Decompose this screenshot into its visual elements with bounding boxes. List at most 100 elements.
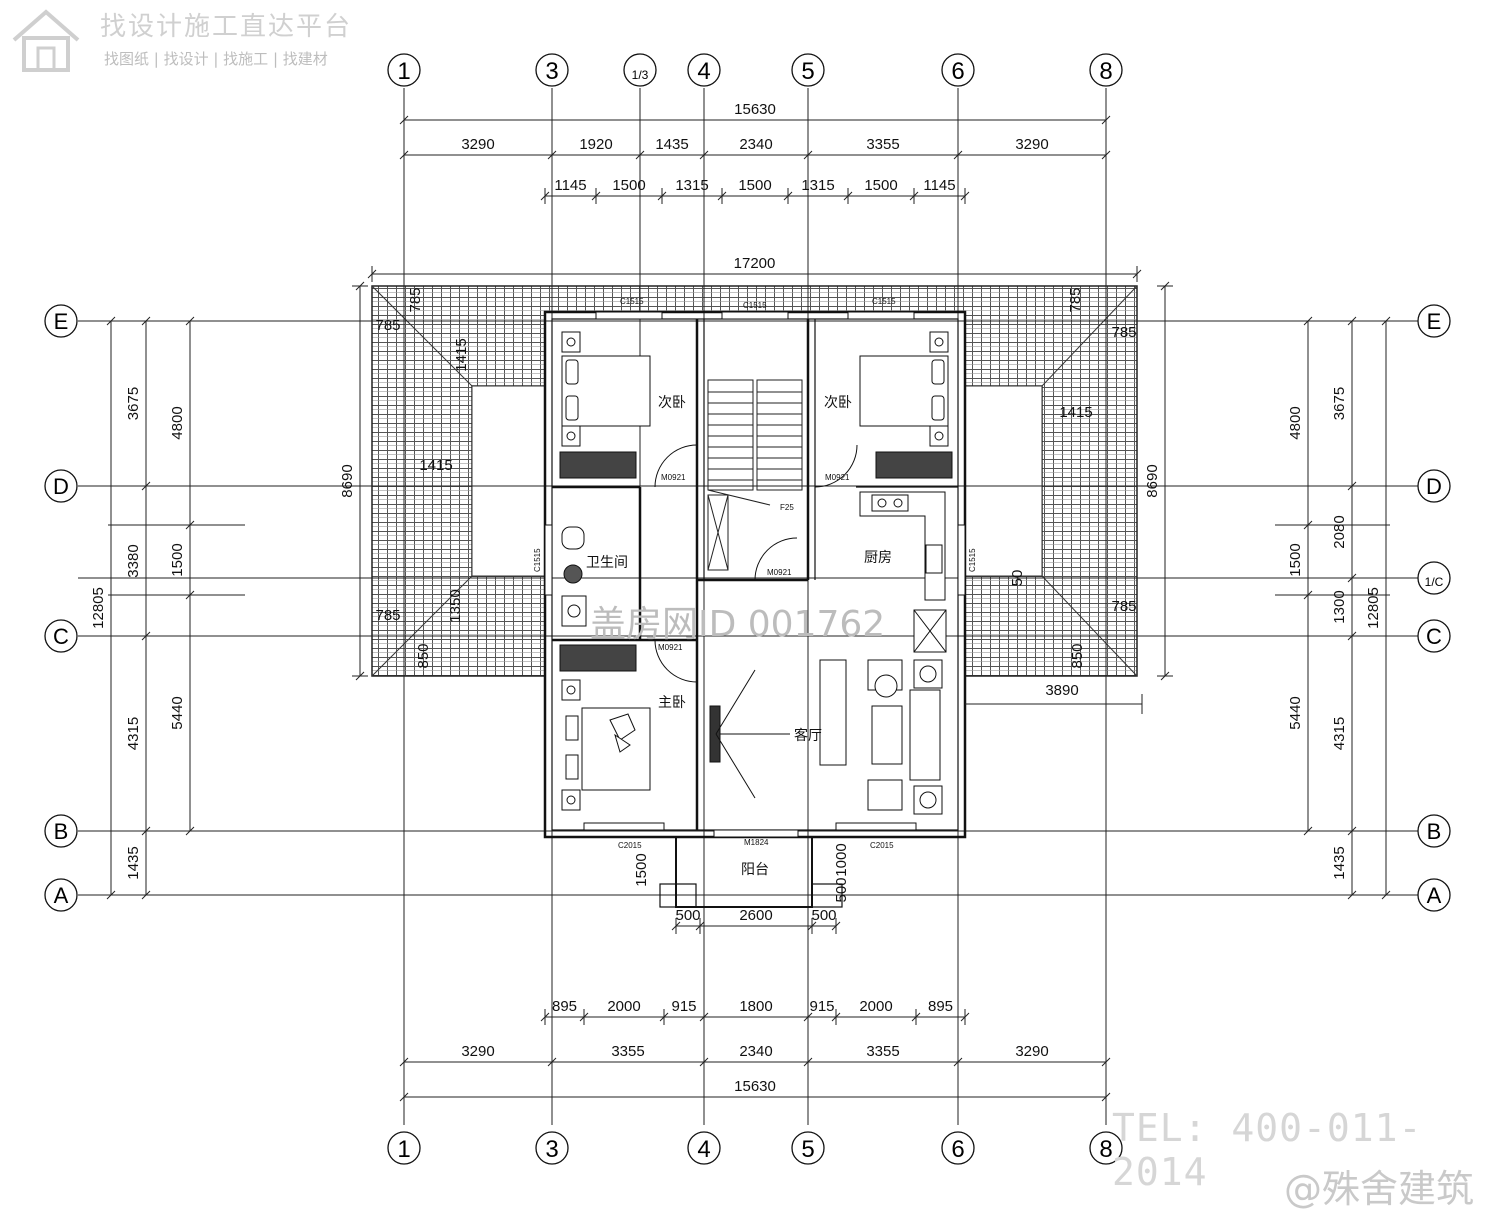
dim-right-b-label: 4800 [1287, 406, 1304, 439]
axis-label-left: E [54, 309, 69, 334]
axis-bubble-bottom [941, 1131, 975, 1165]
axis-label-bottom: 6 [951, 1136, 964, 1163]
dim-bottom-total-slash [399, 1092, 409, 1102]
dim-right-b-label: 5440 [1287, 696, 1304, 729]
dim-top-win-label: 1145 [923, 177, 955, 194]
dim-top-seg-slash [699, 150, 709, 160]
dim-left-a-label: 4315 [125, 717, 142, 750]
dim-right-b-label: 1500 [1287, 543, 1304, 576]
axis-bubble-left [44, 814, 78, 848]
axis-label-left: D [53, 474, 69, 499]
dim-balcony-label: 500 [811, 907, 836, 924]
dim-balcony-slash [831, 921, 841, 931]
dim-top-seg-label: 2340 [739, 136, 772, 153]
dim-top-total-slash [1101, 115, 1111, 125]
dim-left-a-label: 3675 [125, 387, 142, 420]
axis-label-top: 6 [951, 58, 964, 85]
axis-bubble-left [44, 469, 78, 503]
room-master: 主卧 [658, 694, 686, 710]
dim-roof-small: 785 [1067, 287, 1084, 312]
dim-left-a-label: 3380 [125, 544, 142, 577]
axis-label-bottom: 5 [801, 1136, 814, 1163]
dim-top-win-label: 1145 [554, 177, 586, 194]
dim-roof-left-slash [355, 671, 365, 681]
dim-roof-small: 50 [1009, 570, 1026, 587]
room-kitchen: 厨房 [864, 549, 892, 565]
dim-top-win-label: 1500 [612, 177, 645, 194]
dim-bottom-seg-label: 3355 [611, 1043, 644, 1060]
dim-roof-small: 785 [1111, 598, 1136, 615]
room-living: 客厅 [794, 727, 822, 743]
dim-top-seg-slash [399, 150, 409, 160]
dim-roof-small: 1415 [419, 457, 452, 474]
dim-roof-small: 850 [415, 643, 432, 668]
dim-bottom-seg-slash [547, 1057, 557, 1067]
axis-bubble-left [44, 304, 78, 338]
dim-roof-right-slash [1160, 281, 1170, 291]
axis-bubble-bottom [535, 1131, 569, 1165]
dim-bottom-win-slash [579, 1012, 589, 1022]
room-bed2-right: 次卧 [824, 394, 852, 410]
dim-right-a-label: 2080 [1331, 515, 1348, 548]
dim-top-win-slash [717, 191, 727, 201]
axis-bubble-top [535, 53, 569, 87]
dim-top-win-label: 1500 [864, 177, 897, 194]
dim-left-b-label: 4800 [169, 406, 186, 439]
tag-c2015-2: C2015 [870, 841, 894, 850]
axis-bubble-top [387, 53, 421, 87]
dim-roof-small: 3890 [1045, 682, 1078, 699]
axis-bubble-right [1417, 619, 1451, 653]
dim-balcony-slash [671, 921, 681, 931]
dim-bottom-seg-slash [399, 1057, 409, 1067]
dim-top-win-slash [783, 191, 793, 201]
dim-top-seg-slash [1101, 150, 1111, 160]
dim-roof-small: 500 [833, 877, 850, 902]
dim-balcony-label: 500 [675, 907, 700, 924]
axis-bubble-bottom [687, 1131, 721, 1165]
dim-bottom-win-label: 895 [928, 998, 953, 1015]
tag-m0921-3: M0921 [767, 568, 792, 577]
tag-m1824: M1824 [744, 838, 769, 847]
dim-bottom-seg-label: 3290 [461, 1043, 494, 1060]
dim-bottom-seg-label: 2340 [739, 1043, 772, 1060]
axis-label-bottom: 4 [697, 1136, 710, 1163]
dim-top-win-slash [909, 191, 919, 201]
dim-roof-right-slash [1160, 671, 1170, 681]
dim-top-win-slash [540, 191, 550, 201]
dim-roof-right-label: 8690 [1144, 464, 1161, 497]
dim-bottom-win-slash [960, 1012, 970, 1022]
tag-c1515-1: C1515 [620, 297, 644, 306]
dim-bottom-seg-slash [953, 1057, 963, 1067]
axis-bubble-right [1417, 304, 1451, 338]
dim-bottom-win-slash [659, 1012, 669, 1022]
axis-bubble-bottom [791, 1131, 825, 1165]
dim-roof-left-slash [355, 281, 365, 291]
dim-roof-left-label: 8690 [339, 464, 356, 497]
furniture [559, 331, 953, 815]
axis-label-top: 5 [801, 58, 814, 85]
dim-top-win-label: 1500 [738, 177, 771, 194]
stair [707, 379, 803, 571]
axis-label-bottom: 1 [397, 1136, 410, 1163]
dim-top-win-slash [591, 191, 601, 201]
dim-bottom-seg-label: 3290 [1015, 1043, 1048, 1060]
room-bed2-left: 次卧 [658, 394, 686, 410]
axis-bubble-top [623, 53, 657, 87]
tag-c1515-2: C1515 [743, 301, 767, 310]
dim-balcony-slash [695, 921, 705, 931]
dim-bottom-win-slash [831, 1012, 841, 1022]
dim-roof-small: 1000 [833, 843, 850, 876]
dim-right-a-slash [1347, 573, 1357, 583]
dim-bottom-seg-slash [803, 1057, 813, 1067]
openings [544, 311, 966, 838]
axis-bubble-bottom [1089, 1131, 1123, 1165]
tag-c1515-3: C1515 [872, 297, 896, 306]
dim-right-a-label: 1435 [1331, 846, 1348, 879]
axis-label-bottom: 3 [545, 1136, 558, 1163]
axis-bubble-right [1417, 814, 1451, 848]
dim-top-win-slash [960, 191, 970, 201]
axis-bubble-left [44, 619, 78, 653]
dim-top-seg-label: 1435 [655, 136, 688, 153]
